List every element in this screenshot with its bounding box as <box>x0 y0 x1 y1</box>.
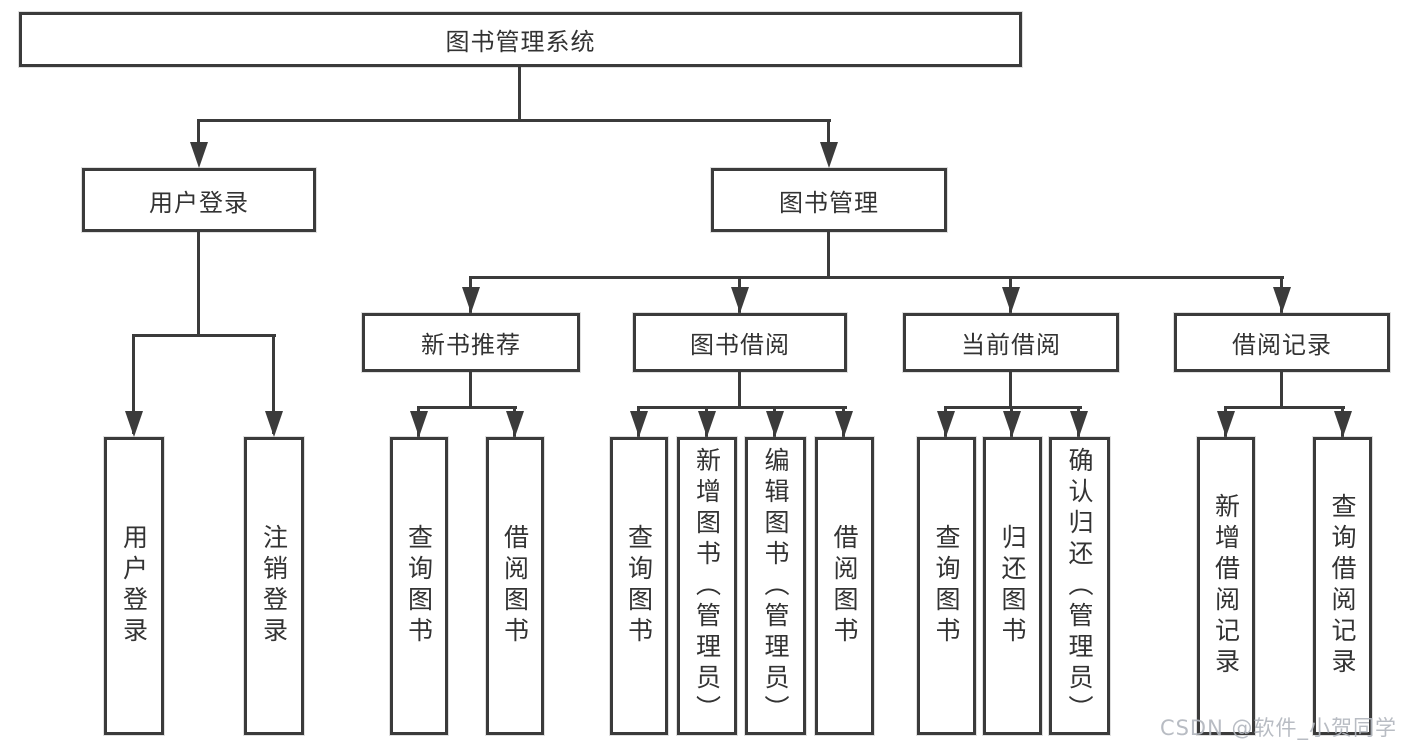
arrowhead-add-book <box>698 411 716 437</box>
node-borrow-records: 借阅记录 <box>1174 313 1390 372</box>
leaf-add-book-admin: 新增图书（管理员） <box>677 437 737 735</box>
connector-user-login-bar <box>132 334 276 337</box>
node-user-login: 用户登录 <box>82 168 316 232</box>
connector-borrow-records-bar <box>1224 406 1345 409</box>
arrowhead-borrow-books-1 <box>506 411 524 437</box>
arrowhead-query-record <box>1334 411 1352 437</box>
leaf-borrow-books-1: 借阅图书 <box>486 437 544 735</box>
leaf-query-books-3: 查询图书 <box>917 437 976 735</box>
leaf-borrow-books-2: 借阅图书 <box>815 437 874 735</box>
arrowhead-edit-book <box>766 411 784 437</box>
leaf-logout: 注销登录 <box>244 437 304 735</box>
connector-root-stem <box>518 67 521 120</box>
arrowhead-book-management <box>820 142 838 168</box>
arrowhead-confirm-return <box>1070 411 1088 437</box>
node-new-book-recommend: 新书推荐 <box>362 313 580 372</box>
arrowhead-leaf-logout <box>265 411 283 437</box>
connector-drop-leaf-user-login <box>132 334 135 434</box>
connector-root-bar <box>197 119 831 122</box>
connector-current-borrow-bar <box>944 406 1082 409</box>
connector-book-borrow-bar <box>637 406 847 409</box>
arrowhead-query-books-1 <box>410 411 428 437</box>
node-book-borrow: 图书借阅 <box>633 313 847 372</box>
connector-book-borrow-stem <box>738 372 741 408</box>
node-library-management-system: 图书管理系统 <box>19 12 1022 67</box>
leaf-user-login: 用户登录 <box>104 437 164 735</box>
connector-user-login-stem <box>197 232 200 337</box>
arrowhead-new-book <box>462 287 480 313</box>
connector-new-book-bar <box>417 406 517 409</box>
connector-current-borrow-stem <box>1009 372 1012 408</box>
leaf-query-borrow-record: 查询借阅记录 <box>1313 437 1372 735</box>
arrowhead-borrow-records <box>1273 287 1291 313</box>
leaf-add-borrow-record: 新增借阅记录 <box>1197 437 1255 735</box>
connector-drop-leaf-logout <box>272 334 275 434</box>
connector-book-management-bar <box>469 276 1284 279</box>
arrowhead-leaf-user-login <box>125 411 143 437</box>
leaf-edit-book-admin: 编辑图书（管理员） <box>745 437 806 735</box>
arrowhead-book-borrow <box>731 287 749 313</box>
connector-drop-book-management <box>827 119 830 149</box>
arrowhead-return-book <box>1003 411 1021 437</box>
arrowhead-borrow-books-2 <box>835 411 853 437</box>
connector-borrow-records-stem <box>1280 372 1283 408</box>
leaf-return-book: 归还图书 <box>983 437 1042 735</box>
node-book-management: 图书管理 <box>711 168 947 232</box>
arrowhead-current-borrow <box>1002 287 1020 313</box>
leaf-query-books-1: 查询图书 <box>390 437 448 735</box>
connector-drop-user-login <box>197 119 200 149</box>
node-current-borrow: 当前借阅 <box>903 313 1119 372</box>
leaf-confirm-return-admin: 确认归还（管理员） <box>1049 437 1110 735</box>
arrowhead-query-books-3 <box>937 411 955 437</box>
connector-book-management-stem <box>827 232 830 278</box>
arrowhead-user-login <box>190 142 208 168</box>
arrowhead-query-books-2 <box>630 411 648 437</box>
connector-new-book-stem <box>469 372 472 408</box>
csdn-watermark: CSDN @软件_小贺同学 <box>1159 716 1397 740</box>
arrowhead-add-record <box>1217 411 1235 437</box>
leaf-query-books-2: 查询图书 <box>610 437 668 735</box>
